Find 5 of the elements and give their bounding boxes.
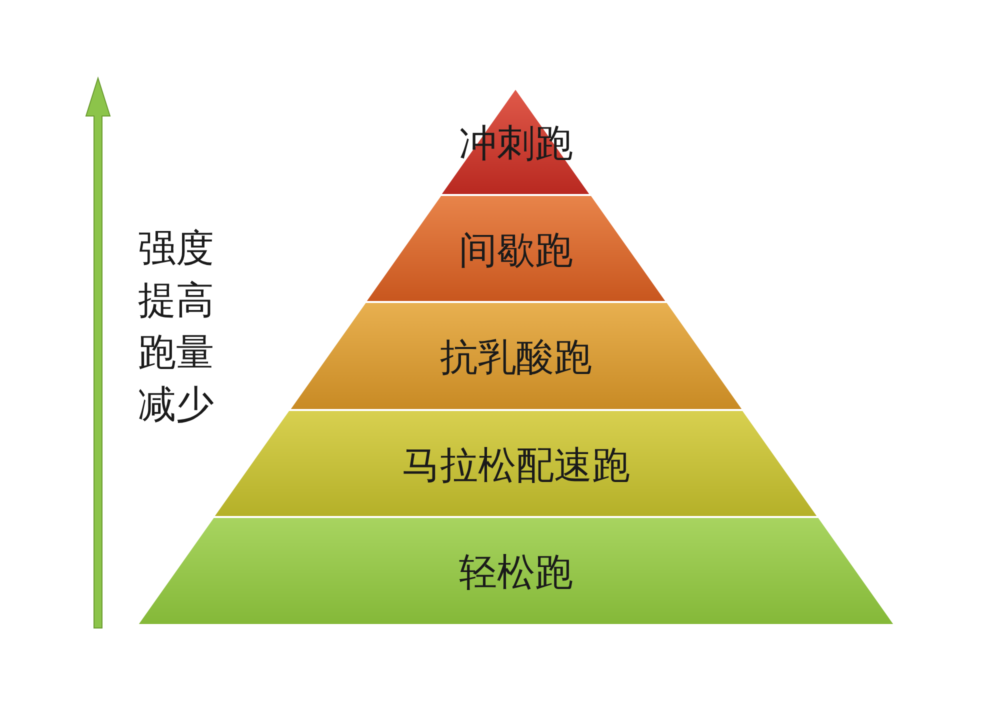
- tier-label: 抗乳酸跑: [438, 334, 593, 381]
- tier-label: 间歇跑: [458, 226, 574, 274]
- tier-label: 轻松跑: [458, 549, 574, 596]
- axis-caption: 强度提高跑量减少: [138, 225, 215, 428]
- tier-label: 马拉松配速跑: [400, 442, 631, 488]
